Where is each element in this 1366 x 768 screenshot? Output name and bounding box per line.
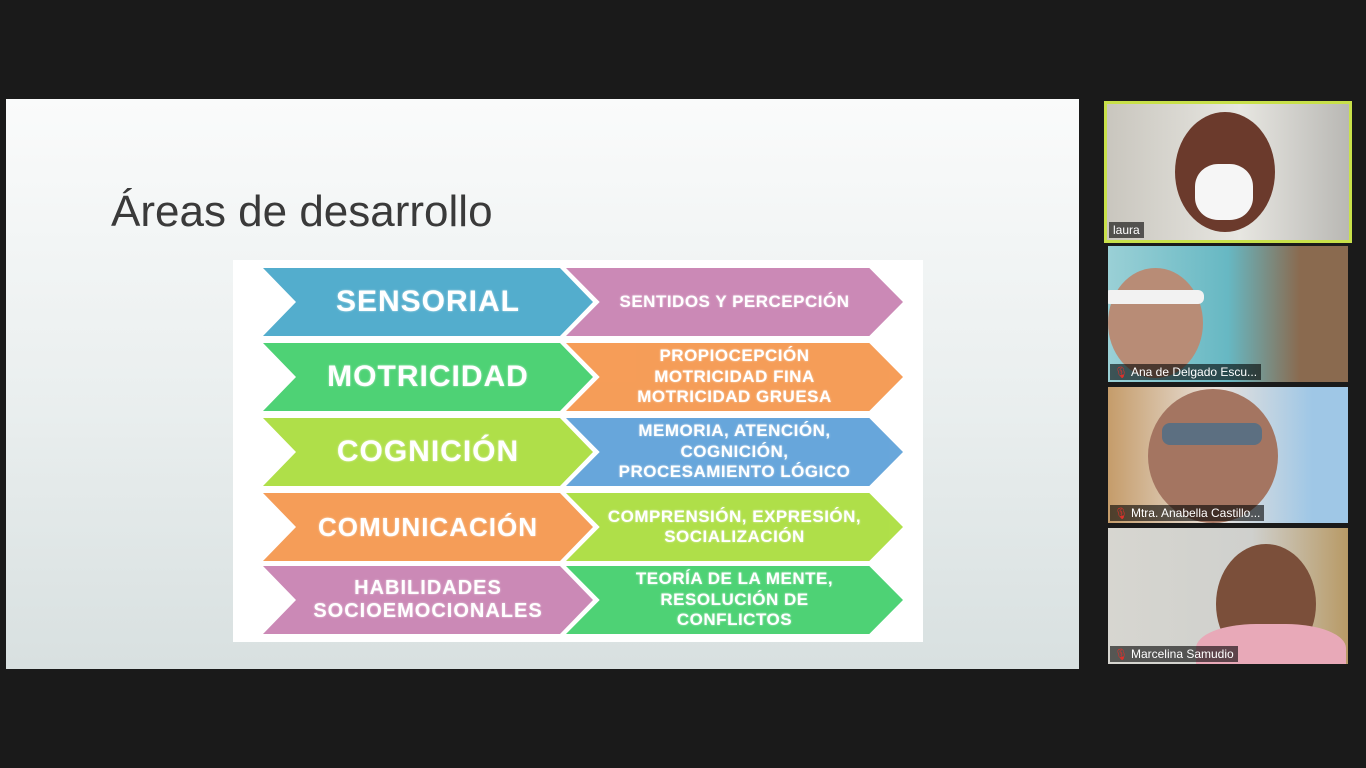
face-mask-shape [1195,164,1253,220]
detail-label: COMPRENSIÓN, EXPRESIÓN, SOCIALIZACIÓN [607,506,862,546]
face-shield-shape [1108,290,1204,304]
area-label: COMUNICACIÓN [318,512,538,542]
glasses-shape [1162,423,1262,445]
area-label: SENSORIAL [335,285,521,318]
participant-silhouette [1108,268,1203,378]
area-arrow: COMUNICACIÓN [263,493,593,561]
participant-silhouette [1148,389,1278,523]
detail-label: SENTIDOS Y PERCEPCIÓN [619,291,850,311]
video-feed [1108,246,1348,382]
detail-arrow: SENTIDOS Y PERCEPCIÓN [566,268,903,336]
video-feed [1108,387,1348,523]
participant-name: laura [1113,223,1140,237]
detail-label: TEORÍA DE LA MENTE, RESOLUCIÓN DE CONFLI… [635,569,834,630]
video-feed [1108,528,1348,664]
participant-tile[interactable]: 🎙Ana de Delgado Escu... [1108,246,1348,382]
area-arrow: SENSORIAL [263,268,593,336]
area-label: HABILIDADES SOCIOEMOCIONALES [313,577,543,622]
participant-tile-active-speaker[interactable]: laura [1104,101,1352,243]
mic-muted-icon: 🎙 [1114,648,1128,661]
participant-tile[interactable]: 🎙Marcelina Samudio [1108,528,1348,664]
area-row: SENSORIAL SENTIDOS Y PERCEPCIÓN [263,268,903,336]
mic-muted-icon: 🎙 [1114,507,1128,520]
area-row: COGNICIÓN MEMORIA, ATENCIÓN, COGNICIÓN, … [263,418,903,486]
participant-name-tag: 🎙Marcelina Samudio [1110,646,1238,662]
participant-name-tag: 🎙Mtra. Anabella Castillo... [1110,505,1265,521]
detail-label: MEMORIA, ATENCIÓN, COGNICIÓN, PROCESAMIE… [618,421,851,482]
participant-name: Marcelina Samudio [1130,647,1234,661]
shared-screen-slide: Áreas de desarrollo SENSORIAL SENTIDOS Y… [6,99,1079,669]
area-row: COMUNICACIÓN COMPRENSIÓN, EXPRESIÓN, SOC… [263,493,903,561]
participant-name: Mtra. Anabella Castillo... [1130,506,1261,520]
detail-arrow: TEORÍA DE LA MENTE, RESOLUCIÓN DE CONFLI… [566,566,903,634]
development-areas-graphic: SENSORIAL SENTIDOS Y PERCEPCIÓN MOTRICID… [233,260,923,642]
participant-name-tag: 🎙Ana de Delgado Escu... [1110,364,1262,380]
detail-arrow: MEMORIA, ATENCIÓN, COGNICIÓN, PROCESAMIE… [566,418,903,486]
participant-name-tag: laura [1109,222,1144,238]
video-feed [1107,104,1349,240]
mic-muted-icon: 🎙 [1114,366,1128,379]
slide-title: Áreas de desarrollo [111,187,493,236]
detail-arrow: COMPRENSIÓN, EXPRESIÓN, SOCIALIZACIÓN [566,493,903,561]
participant-name: Ana de Delgado Escu... [1130,365,1258,379]
area-row: HABILIDADES SOCIOEMOCIONALES TEORÍA DE L… [263,566,903,634]
area-row: MOTRICIDAD PROPIOCEPCIÓN MOTRICIDAD FINA… [263,343,903,411]
area-arrow: HABILIDADES SOCIOEMOCIONALES [263,566,593,634]
area-arrow: COGNICIÓN [263,418,593,486]
detail-label: PROPIOCEPCIÓN MOTRICIDAD FINA MOTRICIDAD… [637,346,832,407]
participant-tile[interactable]: 🎙Mtra. Anabella Castillo... [1108,387,1348,523]
area-label: MOTRICIDAD [327,360,529,393]
area-arrow: MOTRICIDAD [263,343,593,411]
area-label: COGNICIÓN [336,435,520,468]
detail-arrow: PROPIOCEPCIÓN MOTRICIDAD FINA MOTRICIDAD… [566,343,903,411]
